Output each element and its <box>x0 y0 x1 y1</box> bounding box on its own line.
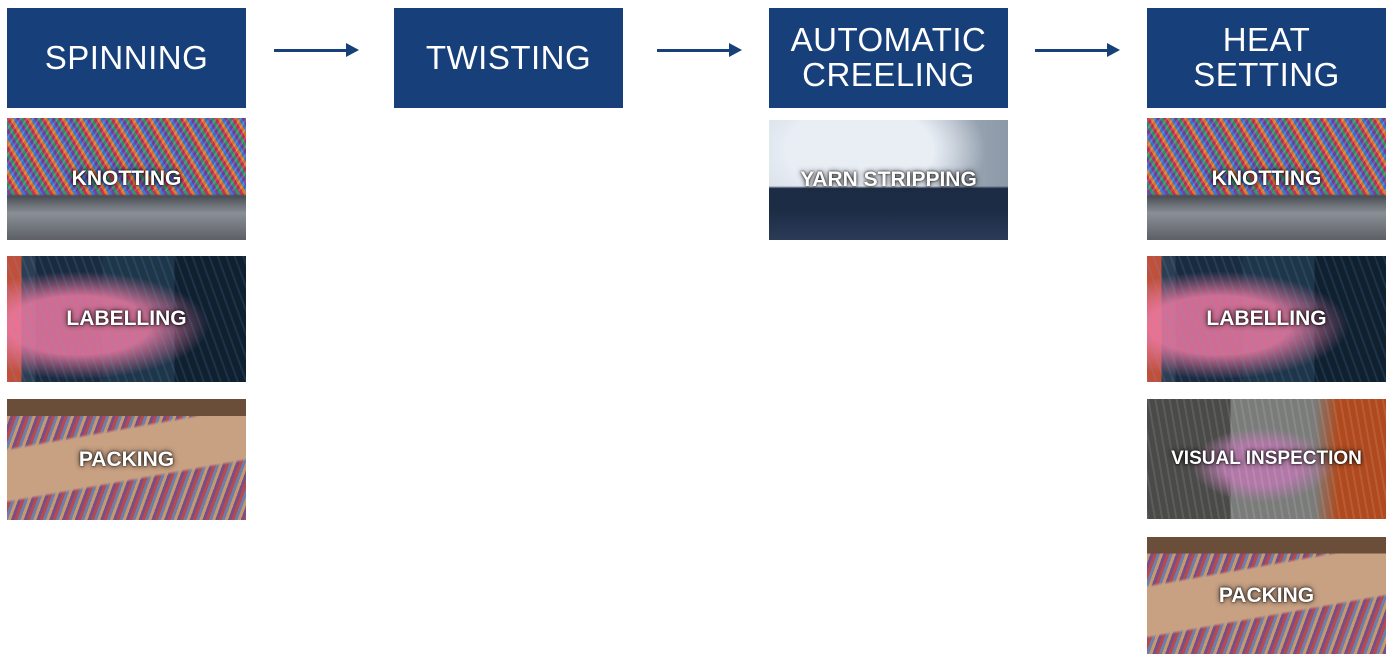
labelling-photo <box>7 256 246 382</box>
step-tile-yarn-stripping: YARN STRIPPING <box>769 120 1008 240</box>
step-tile-visual-inspection: VISUAL INSPECTION <box>1147 399 1386 519</box>
packing-photo <box>7 399 246 520</box>
step-label: LABELLING <box>66 307 187 330</box>
step-label: KNOTTING <box>71 167 182 190</box>
yarn-stripping-photo <box>769 120 1008 240</box>
stage-automatic-creeling: AUTOMATIC CREELING <box>769 8 1008 108</box>
stage-label: SPINNING <box>44 38 209 76</box>
stage-twisting: TWISTING <box>394 8 623 108</box>
packing-photo <box>1147 537 1386 654</box>
step-label: PACKING <box>1218 583 1315 607</box>
stage-label: AUTOMATIC CREELING <box>790 21 987 93</box>
arrow-right-icon <box>1035 40 1120 60</box>
arrow-right-icon <box>274 40 359 60</box>
stage-heat-setting: HEAT SETTING <box>1147 8 1386 108</box>
step-tile-packing: PACKING <box>7 399 246 520</box>
labelling-photo <box>1147 256 1386 382</box>
visual-inspection-photo <box>1147 399 1386 519</box>
step-tile-knotting: KNOTTING <box>7 118 246 240</box>
knotting-photo <box>7 118 246 240</box>
stage-label: HEAT SETTING <box>1193 21 1340 93</box>
step-tile-labelling: LABELLING <box>1147 256 1386 382</box>
step-label: VISUAL INSPECTION <box>1171 448 1362 469</box>
step-tile-labelling: LABELLING <box>7 256 246 382</box>
step-tile-knotting: KNOTTING <box>1147 118 1386 240</box>
arrow-right-icon <box>657 40 742 60</box>
step-label: PACKING <box>78 447 175 471</box>
step-label: LABELLING <box>1206 307 1327 330</box>
step-tile-packing: PACKING <box>1147 537 1386 654</box>
stage-label: TWISTING <box>425 38 592 76</box>
step-label: KNOTTING <box>1211 167 1322 190</box>
stage-spinning: SPINNING <box>7 8 246 108</box>
knotting-photo <box>1147 118 1386 240</box>
step-label: YARN STRIPPING <box>800 168 977 191</box>
